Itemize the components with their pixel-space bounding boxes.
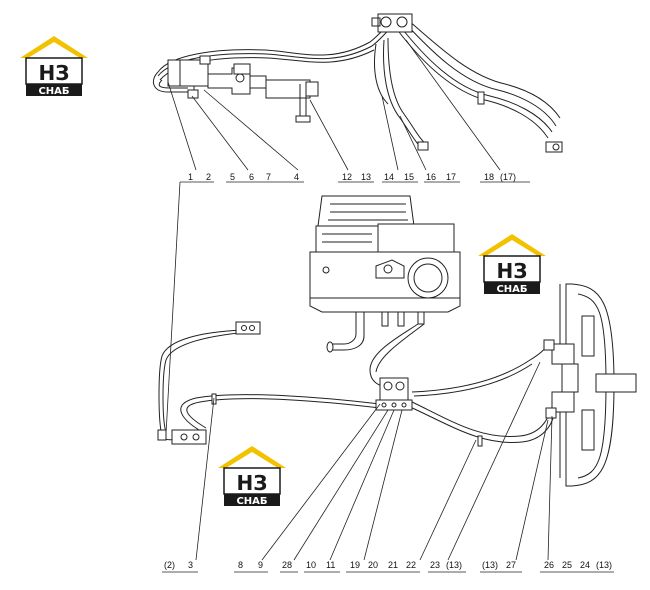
label-21: 21 — [388, 560, 398, 570]
label-13-ref-b: (13) — [482, 560, 498, 570]
lower-fittings — [157, 321, 557, 447]
label-27: 27 — [506, 560, 516, 570]
label-2: 2 — [206, 172, 211, 182]
label-8: 8 — [238, 560, 243, 570]
label-20: 20 — [368, 560, 378, 570]
logo-bottom-text: СНАБ — [236, 496, 267, 507]
label-23: 23 — [430, 560, 440, 570]
logo-top-text: НЗ — [237, 471, 268, 495]
bottom-leader-lines — [162, 181, 614, 573]
label-6: 6 — [249, 172, 254, 182]
label-11: 11 — [326, 560, 335, 570]
logo-watermark: НЗ СНАБ — [217, 445, 287, 507]
top-labels: 1 2 5 6 7 4 12 13 14 15 16 17 18 (17) — [188, 172, 516, 182]
label-13: 13 — [361, 172, 371, 182]
logo-watermark: НЗ СНАБ — [477, 233, 547, 295]
label-7: 7 — [266, 172, 271, 182]
logo-bottom-text: СНАБ — [38, 86, 69, 97]
label-16: 16 — [426, 172, 436, 182]
fan-assembly — [551, 283, 637, 487]
label-17-ref: (17) — [500, 172, 516, 182]
label-13-ref-a: (13) — [446, 560, 462, 570]
label-2-ref: (2) — [164, 560, 175, 570]
label-15: 15 — [404, 172, 414, 182]
label-22: 22 — [406, 560, 416, 570]
top-assembly — [152, 13, 563, 153]
label-9: 9 — [258, 560, 263, 570]
tank-assembly — [309, 195, 461, 353]
label-17: 17 — [446, 172, 456, 182]
label-5: 5 — [230, 172, 235, 182]
label-14: 14 — [384, 172, 394, 182]
label-10: 10 — [306, 560, 316, 570]
label-1: 1 — [188, 172, 193, 182]
logo-top-text: НЗ — [39, 61, 70, 85]
lower-hoses — [158, 323, 555, 444]
label-26: 26 — [544, 560, 554, 570]
logo-top-text: НЗ — [497, 259, 528, 283]
label-28: 28 — [282, 560, 292, 570]
label-19: 19 — [350, 560, 360, 570]
bottom-labels: (2) 3 8 9 28 10 11 19 20 21 22 23 (13) (… — [164, 560, 612, 570]
label-4: 4 — [294, 172, 299, 182]
label-18: 18 — [484, 172, 494, 182]
label-25: 25 — [562, 560, 572, 570]
top-leader-lines — [167, 39, 530, 183]
label-3: 3 — [188, 560, 193, 570]
label-24: 24 — [580, 560, 590, 570]
label-13-ref-c: (13) — [596, 560, 612, 570]
label-12: 12 — [342, 172, 352, 182]
logo-watermark: НЗ СНАБ — [19, 35, 89, 97]
logo-bottom-text: СНАБ — [496, 284, 527, 295]
